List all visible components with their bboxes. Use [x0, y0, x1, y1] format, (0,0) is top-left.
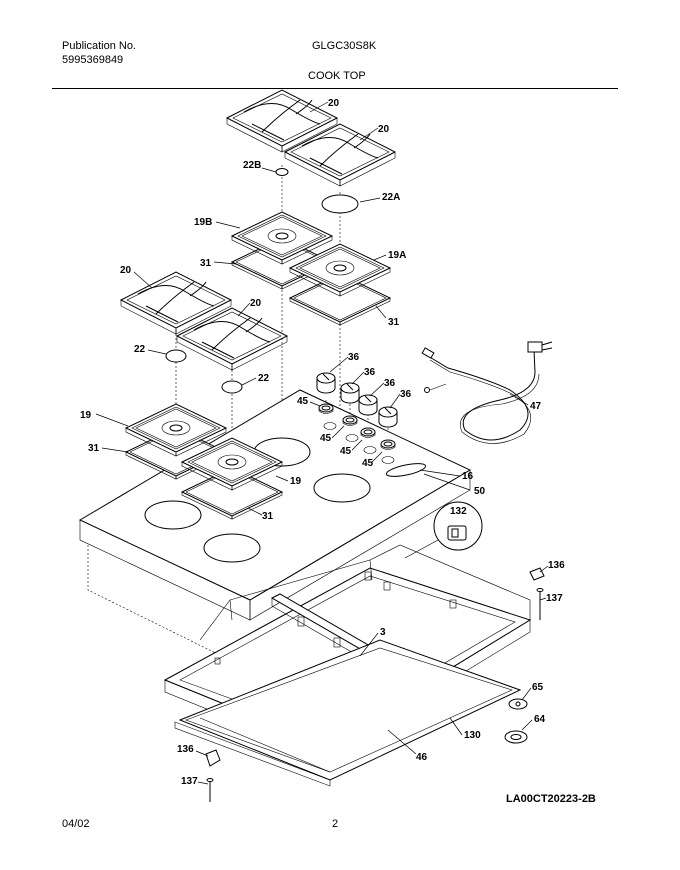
callout-36: 36 — [348, 352, 360, 363]
page-number: 2 — [332, 818, 339, 830]
callout-45: 45 — [340, 446, 352, 457]
callout-137: 137 — [181, 776, 198, 787]
callout-31: 31 — [262, 511, 274, 522]
callout-45: 45 — [320, 433, 332, 444]
publication-label: Publication No. — [62, 40, 136, 52]
callout-31: 31 — [388, 317, 400, 328]
knob-bezel — [318, 403, 334, 414]
callout-65: 65 — [532, 682, 544, 693]
bracket-136-left — [205, 749, 221, 767]
header-rule — [52, 88, 618, 89]
drawing-code: LA00CT20223-2B — [506, 793, 596, 805]
callout-36: 36 — [384, 378, 396, 389]
burner-opening — [203, 533, 261, 563]
knob-bezel — [342, 415, 358, 426]
callout-31: 31 — [200, 258, 212, 269]
callout-22a: 22A — [382, 192, 400, 203]
burner-opening — [144, 500, 202, 530]
callout-36: 36 — [364, 367, 376, 378]
callout-19a: 19A — [388, 250, 406, 261]
callout-130: 130 — [464, 730, 481, 741]
cooktop-outline — [87, 545, 251, 671]
callout-36: 36 — [400, 389, 412, 400]
cord-plug — [527, 341, 543, 353]
clip-132 — [447, 525, 467, 541]
power-cord — [427, 349, 536, 441]
callout-20: 20 — [378, 124, 390, 135]
model-number: GLGC30S8K — [312, 40, 377, 52]
callout-47: 47 — [530, 401, 542, 412]
callout-19: 19 — [290, 476, 302, 487]
callout-22b: 22B — [243, 160, 261, 171]
burner-cap-22 — [165, 349, 187, 363]
callout-45: 45 — [297, 396, 309, 407]
callout-50: 50 — [474, 486, 486, 497]
burner-cap-22 — [221, 380, 243, 394]
cord-terminal — [424, 387, 430, 393]
publication-number: 5995369849 — [62, 54, 124, 66]
callout-45: 45 — [362, 458, 374, 469]
control-knob — [378, 406, 398, 428]
callout-19: 19 — [80, 410, 92, 421]
footer-date: 04/02 — [62, 818, 90, 830]
grommet-65 — [508, 698, 528, 710]
callout-22: 22 — [134, 344, 146, 355]
callout-19b: 19B — [194, 217, 212, 228]
callout-20: 20 — [328, 98, 340, 109]
burner-opening — [313, 473, 371, 503]
label-50 — [385, 463, 427, 477]
callout-16: 16 — [462, 471, 474, 482]
callout-31: 31 — [88, 443, 100, 454]
burner-cap-22b — [275, 168, 289, 176]
callout-46: 46 — [416, 752, 428, 763]
callout-20: 20 — [120, 265, 132, 276]
control-knob — [340, 382, 360, 404]
callout-136: 136 — [548, 560, 565, 571]
callout-137: 137 — [546, 593, 563, 604]
section-title: COOK TOP — [308, 70, 366, 82]
control-knob — [316, 372, 336, 394]
callout-22: 22 — [258, 373, 270, 384]
knob-bezel — [360, 427, 376, 438]
callout-136: 136 — [177, 744, 194, 755]
callout-64: 64 — [534, 714, 546, 725]
grommet-64 — [504, 730, 528, 744]
callout-3: 3 — [380, 627, 386, 638]
control-knob — [358, 394, 378, 416]
knob-bezel — [380, 439, 396, 450]
callout-20: 20 — [250, 298, 262, 309]
gasket-46 — [199, 717, 331, 773]
burner-cap-22a — [321, 194, 359, 214]
callout-132: 132 — [450, 506, 467, 517]
cord-connector — [421, 347, 435, 359]
bracket-136-right — [529, 567, 545, 581]
